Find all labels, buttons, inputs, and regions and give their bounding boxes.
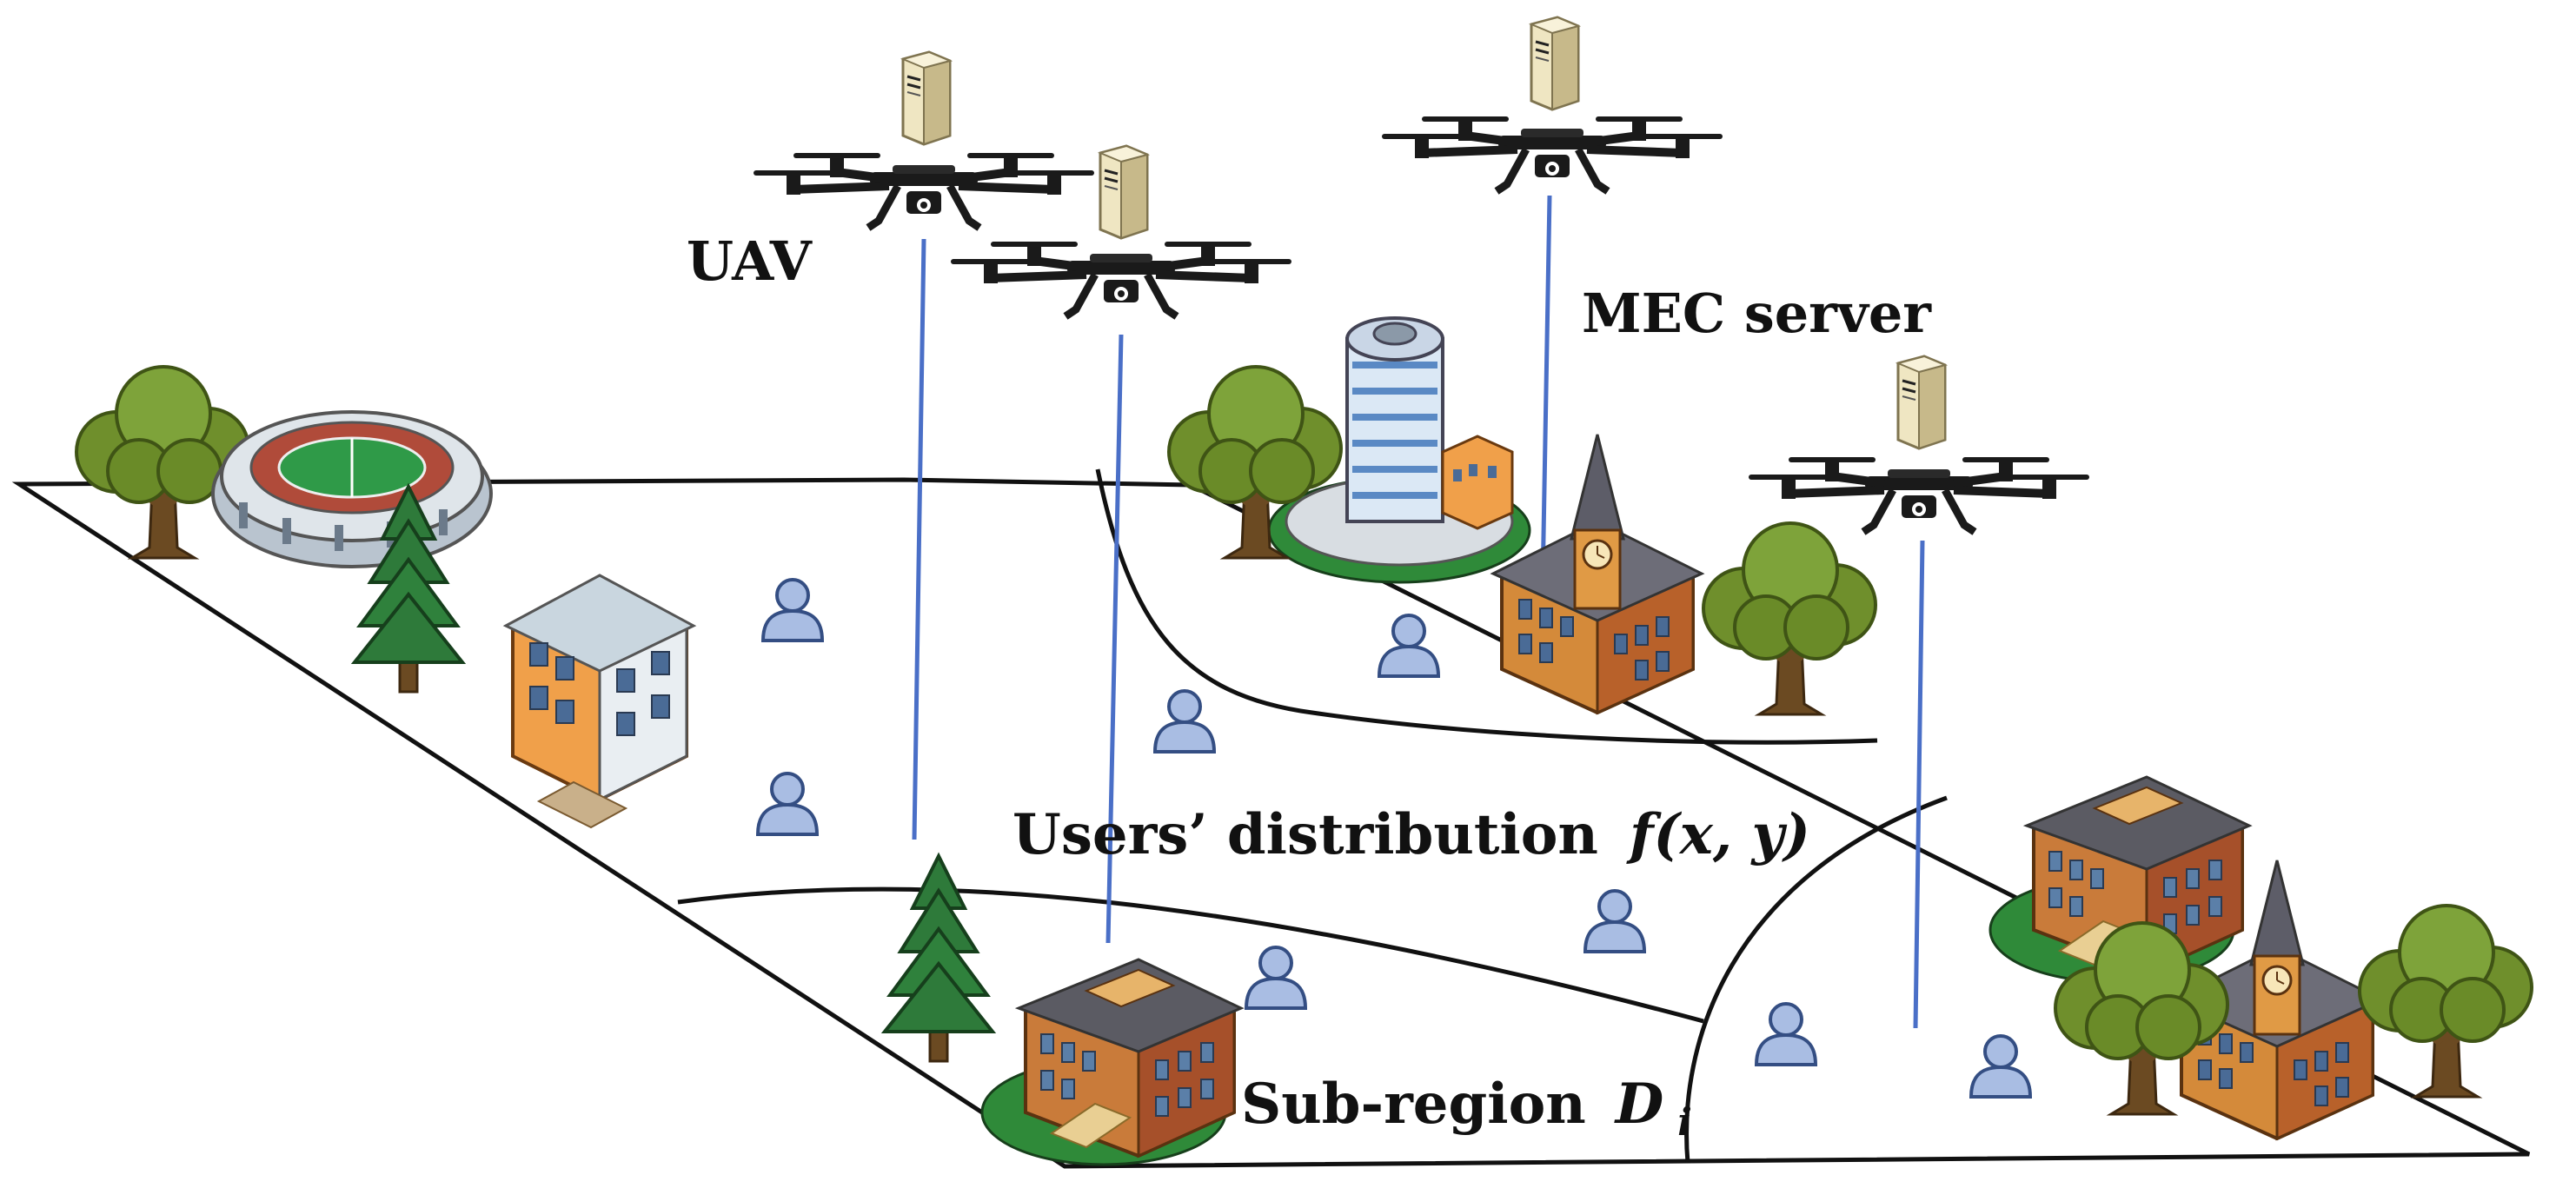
building-icon <box>504 574 695 829</box>
quadcopter-drone-icon <box>1382 116 1723 191</box>
user-person-icon <box>756 772 819 836</box>
curve-mec-area <box>1095 468 1878 745</box>
curve-right-divider <box>1684 795 1948 1164</box>
server-tower-icon <box>1099 144 1149 240</box>
user-person-icon <box>1153 689 1216 754</box>
server-tower-icon <box>1896 355 1947 450</box>
user-person-icon <box>1755 1002 1817 1066</box>
tree-icon <box>76 367 249 558</box>
uav-link-4 <box>1913 540 1925 1029</box>
quadcopter-drone-icon <box>951 242 1291 316</box>
uav-3 <box>1382 16 1723 191</box>
server-tower-icon <box>901 50 952 146</box>
user-person-icon <box>1245 946 1307 1010</box>
tree-icon <box>2360 906 2532 1097</box>
tree-icon <box>1703 523 1876 714</box>
uav-link-2 <box>1105 334 1124 944</box>
users-distribution-math: f(x, y) <box>1626 802 1810 867</box>
uav-link-1 <box>912 238 926 840</box>
mec-server-label: MEC server <box>1582 282 1932 345</box>
pine-tree-icon <box>883 854 994 1063</box>
user-person-icon <box>1378 614 1440 678</box>
user-person-icon <box>761 578 824 642</box>
stadium-icon <box>211 410 493 568</box>
users-distribution-label: Users’ distribution f(x, y) <box>1012 802 1810 867</box>
user-person-icon <box>1969 1034 2032 1099</box>
building-icon <box>1491 433 1703 714</box>
curve-left-divider <box>677 886 1704 1024</box>
uav-4 <box>1749 355 2089 532</box>
ground-boundaries <box>11 468 2531 1169</box>
sub-region-text: Sub-region <box>1241 1072 1586 1137</box>
server-tower-icon <box>1530 16 1580 111</box>
sub-region-label: Sub-region D i <box>1241 1072 1692 1145</box>
uav-links <box>912 195 1925 1029</box>
quadcopter-drone-icon <box>754 153 1094 228</box>
quadcopter-drone-icon <box>1749 457 2089 532</box>
user-person-icon <box>1583 889 1646 953</box>
uav-1 <box>754 50 1094 228</box>
sub-region-subscript: i <box>1677 1100 1692 1145</box>
sub-region-symbol: D <box>1614 1072 1664 1137</box>
building-icon <box>980 958 1243 1166</box>
region-outer-boundary <box>11 477 2531 1169</box>
users-distribution-text: Users’ distribution <box>1012 802 1598 867</box>
uav-label: UAV <box>687 229 813 293</box>
